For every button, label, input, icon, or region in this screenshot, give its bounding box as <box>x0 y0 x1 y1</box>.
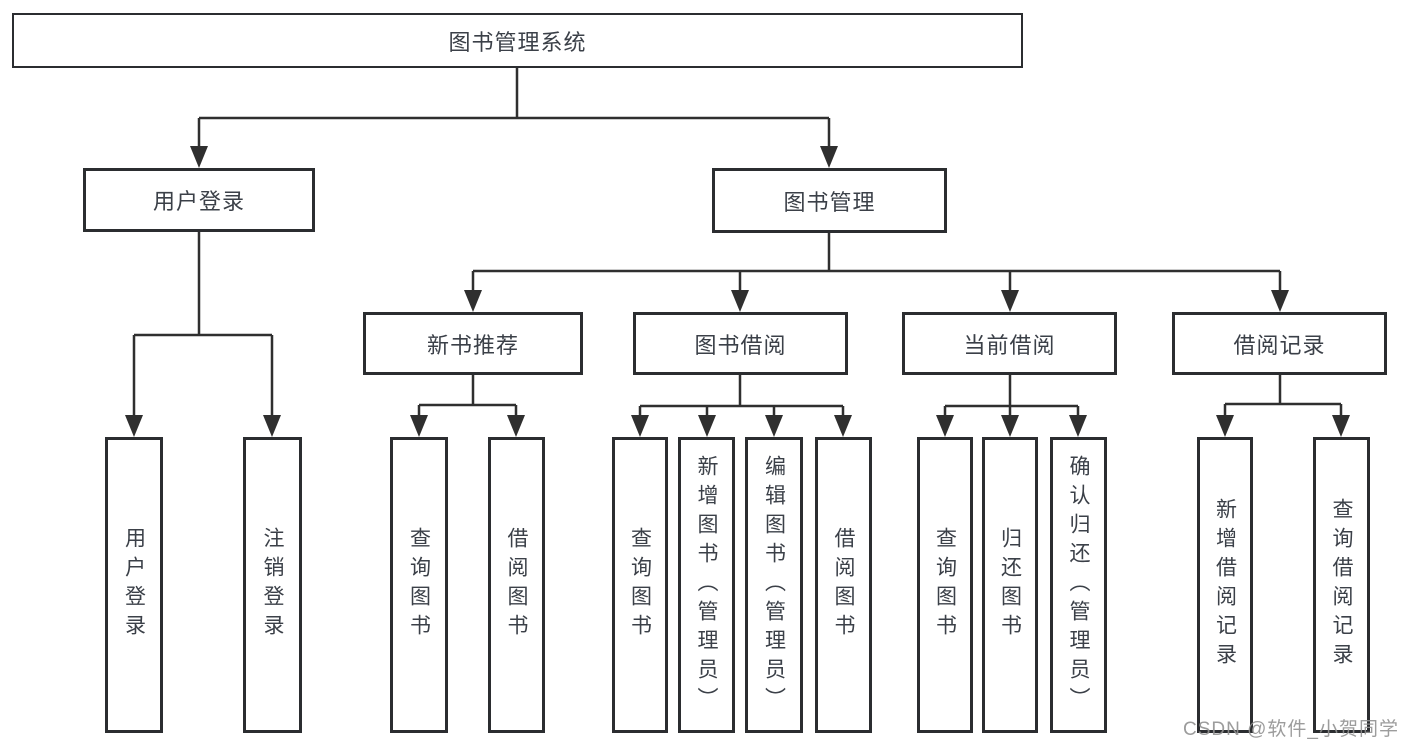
node-user-login: 用户登录 <box>83 168 315 232</box>
connector-current-borrowing <box>943 375 1080 418</box>
node-leaf-add-books-admin: 新增图书（管理员） <box>678 437 735 733</box>
node-leaf-borrowing-query-books: 查询图书 <box>612 437 668 733</box>
node-label: 编辑图书（管理员） <box>762 454 786 716</box>
node-label: 新增借阅记录 <box>1213 498 1237 672</box>
node-library-management-system: 图书管理系统 <box>12 13 1023 68</box>
node-label: 查询借阅记录 <box>1330 498 1353 672</box>
node-label: 注销登录 <box>261 527 284 643</box>
node-leaf-add-borrow-record: 新增借阅记录 <box>1197 437 1253 733</box>
node-book-borrowing: 图书借阅 <box>633 312 848 375</box>
connector-book-management <box>471 233 1282 293</box>
node-label: 借阅记录 <box>1233 332 1326 358</box>
node-leaf-recommend-borrow-books: 借阅图书 <box>488 437 545 733</box>
node-new-book-recommendation: 新书推荐 <box>363 312 583 375</box>
node-label: 当前借阅 <box>963 332 1056 358</box>
node-label: 用户登录 <box>122 527 146 643</box>
node-label: 确认归还（管理员） <box>1067 454 1090 716</box>
node-leaf-edit-books-admin: 编辑图书（管理员） <box>745 437 803 733</box>
node-label: 图书借阅 <box>694 332 787 358</box>
node-label: 用户登录 <box>152 189 245 214</box>
connector-user-login <box>132 232 274 418</box>
node-leaf-query-borrow-record: 查询借阅记录 <box>1313 437 1370 733</box>
node-label: 新书推荐 <box>426 332 519 358</box>
csdn-watermark: CSDN @软件_小贺同学 <box>1183 719 1399 740</box>
node-leaf-borrowing-borrow-books: 借阅图书 <box>815 437 872 733</box>
node-label: 查询图书 <box>628 527 652 643</box>
node-borrowing-records: 借阅记录 <box>1172 312 1387 375</box>
connector-borrow-records <box>1223 375 1343 418</box>
connector-new-book <box>417 375 518 418</box>
node-leaf-logout: 注销登录 <box>243 437 302 733</box>
connector-root <box>197 68 831 150</box>
node-leaf-user-login: 用户登录 <box>105 437 163 733</box>
node-label: 查询图书 <box>933 527 957 643</box>
node-label: 图书管理 <box>783 189 876 215</box>
node-leaf-recommend-query-books: 查询图书 <box>390 437 448 733</box>
node-label: 查询图书 <box>407 527 431 643</box>
node-leaf-confirm-return-admin: 确认归还（管理员） <box>1050 437 1107 733</box>
root-title: 图书管理系统 <box>448 29 587 55</box>
node-current-borrowing: 当前借阅 <box>902 312 1117 375</box>
node-label: 借阅图书 <box>832 527 855 643</box>
node-leaf-return-books: 归还图书 <box>982 437 1038 733</box>
node-label: 归还图书 <box>998 527 1022 643</box>
node-leaf-current-query-books: 查询图书 <box>917 437 973 733</box>
node-label: 借阅图书 <box>505 527 528 643</box>
connector-book-borrowing <box>638 375 845 418</box>
node-book-management: 图书管理 <box>712 168 947 233</box>
node-label: 新增图书（管理员） <box>695 454 718 716</box>
